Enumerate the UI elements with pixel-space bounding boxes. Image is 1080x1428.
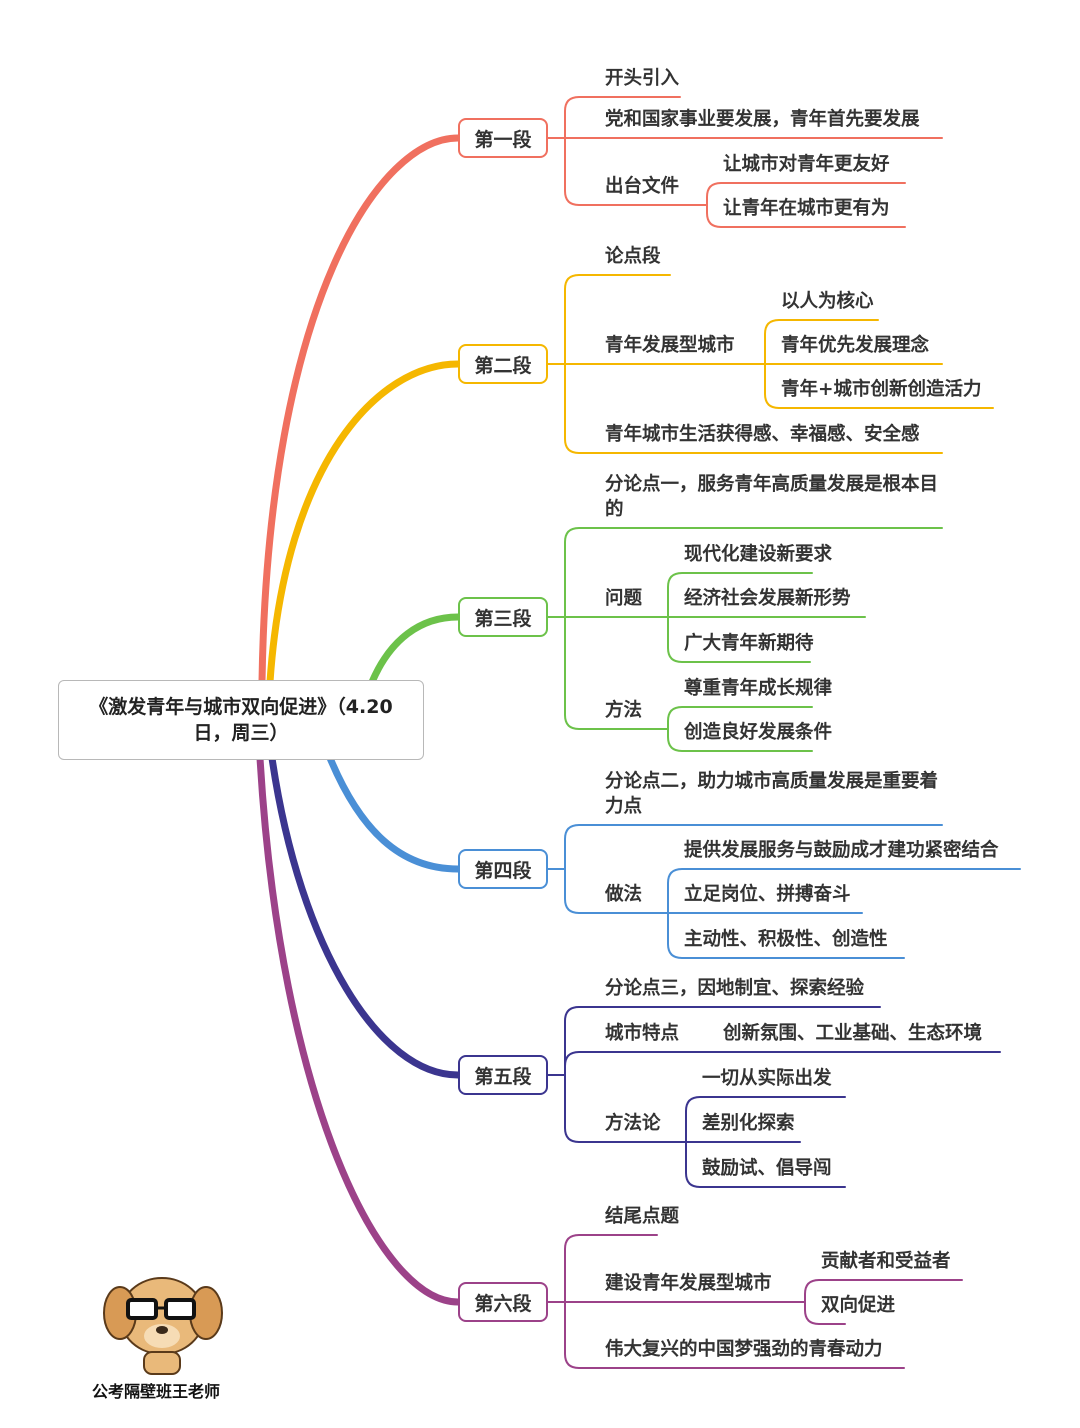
branch-connector-1 [258, 134, 462, 686]
section-node-6[interactable]: 第六段 [458, 1282, 548, 1322]
branch-connector-4 [326, 754, 462, 873]
child-connector [547, 363, 943, 454]
child-connector [547, 274, 671, 365]
child-connector [547, 616, 669, 730]
subtopic-node[interactable]: 经济社会发展新形势 [684, 588, 851, 609]
section-node-1[interactable]: 第一段 [458, 118, 548, 158]
subtopic-node[interactable]: 尊重青年成长规律 [684, 678, 833, 699]
subtopic-node[interactable]: 立足岗位、拼搏奋斗 [684, 884, 851, 905]
child-connector [547, 527, 943, 618]
branch-connector-5 [268, 754, 462, 1079]
subtopic-connector [760, 363, 994, 409]
topic-node[interactable]: 分论点三，因地制宜、探索经验 [605, 978, 865, 999]
branch-connector-2 [266, 360, 462, 686]
central-topic[interactable]: 《激发青年与城市双向促进》（4.20日，周三） [58, 680, 424, 760]
child-connector [547, 1006, 881, 1076]
subtopic-node[interactable]: 鼓励试、倡导闯 [702, 1158, 832, 1179]
section-node-5[interactable]: 第五段 [458, 1055, 548, 1095]
child-connector [547, 1301, 905, 1369]
section-node-4[interactable]: 第四段 [458, 849, 548, 889]
subtopic-node[interactable]: 青年优先发展理念 [781, 335, 930, 356]
topic-node[interactable]: 青年发展型城市 [605, 335, 735, 356]
subtopic-connector [702, 182, 906, 206]
subtopic-connector [681, 1096, 846, 1143]
topic-node[interactable]: 开头引入 [605, 68, 680, 89]
subtopic-connector [663, 912, 905, 959]
child-connector [547, 868, 669, 914]
section-node-3[interactable]: 第三段 [458, 597, 548, 637]
subtopic-connector [663, 728, 813, 752]
subtopic-connector [702, 204, 906, 228]
central-topic-label: 《激发青年与城市双向促进》（4.20日，周三） [89, 696, 393, 744]
section-node-2[interactable]: 第二段 [458, 344, 548, 384]
topic-node[interactable]: 结尾点题 [605, 1206, 680, 1227]
child-connector [547, 137, 706, 206]
child-connector [547, 96, 681, 139]
subtopic-node[interactable]: 提供发展服务与鼓励成才建功紧密结合 [684, 840, 999, 861]
subtopic-connector [800, 1279, 963, 1303]
topic-node[interactable]: 出台文件 [605, 176, 680, 197]
subtopic-connector [663, 706, 813, 730]
subtopic-node[interactable]: 差别化探索 [702, 1113, 795, 1134]
branch-connector-3 [368, 613, 462, 686]
topic-node[interactable]: 青年城市生活获得感、幸福感、安全感 [605, 424, 920, 445]
child-connector [547, 824, 943, 870]
child-connector [547, 1051, 1001, 1076]
subtopic-node[interactable]: 一切从实际出发 [702, 1068, 832, 1089]
subtopic-connector [760, 319, 879, 365]
topic-node[interactable]: 伟大复兴的中国梦强劲的青春动力 [605, 1339, 883, 1360]
topic-node[interactable]: 分论点二，助力城市高质量发展是重要着力点 [605, 771, 939, 817]
topic-node[interactable]: 建设青年发展型城市 [605, 1273, 772, 1294]
subtopic-node[interactable]: 让城市对青年更友好 [723, 154, 890, 175]
subtopic-node[interactable]: 让青年在城市更有为 [723, 198, 890, 219]
topic-node[interactable]: 方法 [605, 700, 643, 721]
subtopic-node[interactable]: 创造良好发展条件 [684, 722, 833, 743]
topic-node[interactable]: 问题 [605, 588, 643, 609]
topic-node[interactable]: 分论点一，服务青年高质量发展是根本目的 [605, 474, 939, 520]
subtopic-connector [663, 868, 1021, 914]
child-connector [547, 1234, 658, 1303]
subtopic-node[interactable]: 主动性、积极性、创造性 [684, 929, 888, 950]
topic-node[interactable]: 做法 [605, 884, 643, 905]
subtopic-connector [663, 572, 813, 618]
topic-node[interactable]: 党和国家事业要发展，青年首先要发展 [605, 109, 920, 130]
subtopic-node[interactable]: 青年+城市创新创造活力 [781, 379, 982, 400]
topic-node[interactable]: 方法论 [605, 1113, 661, 1134]
topic-node[interactable]: 城市特点 [605, 1023, 680, 1044]
watermark-caption: 公考隔壁班王老师 [92, 1382, 221, 1401]
subtopic-node[interactable]: 现代化建设新要求 [684, 544, 833, 565]
mascot-dog-logo [103, 1277, 223, 1375]
subtopic-node[interactable]: 广大青年新期待 [684, 633, 814, 654]
branch-connector-6 [256, 754, 462, 1306]
subtopic-connector [681, 1141, 846, 1188]
subtopic-connector [800, 1301, 846, 1325]
topic-detail-node[interactable]: 创新氛围、工业基础、生态环境 [723, 1023, 983, 1044]
subtopic-node[interactable]: 双向促进 [821, 1295, 896, 1316]
subtopic-node[interactable]: 以人为核心 [781, 291, 874, 312]
subtopic-connector [663, 616, 811, 663]
subtopic-node[interactable]: 贡献者和受益者 [821, 1251, 951, 1272]
child-connector [547, 1074, 687, 1143]
topic-node[interactable]: 论点段 [605, 246, 661, 267]
